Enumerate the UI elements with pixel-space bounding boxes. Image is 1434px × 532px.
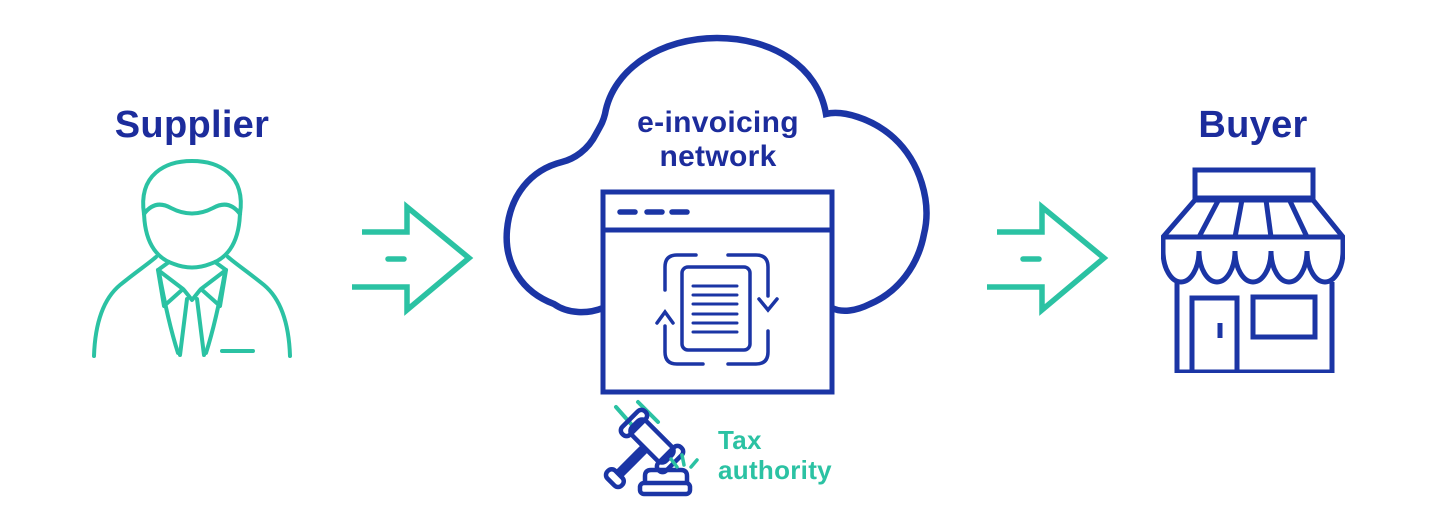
network-label: e-invoicing network (588, 106, 848, 174)
gavel-sound-block (642, 467, 690, 484)
tax-authority-label: Tax authority (718, 425, 832, 485)
sync-arrows (655, 253, 779, 366)
store-door (1189, 295, 1240, 372)
arrow-right-icon (352, 201, 474, 316)
document-icon (680, 265, 752, 352)
arrow-right-icon (987, 201, 1109, 316)
gavel-body (603, 407, 693, 497)
person-icon (92, 159, 292, 358)
store-icon (1161, 167, 1345, 373)
cloud-outline (503, 34, 930, 316)
network-label-line1: e-invoicing (637, 106, 799, 139)
network-label-line2: network (659, 140, 777, 173)
tax-authority-label-line2: authority (718, 455, 832, 485)
store-window (1250, 294, 1318, 340)
store-awning (1161, 197, 1345, 285)
gavel-impact-lines (669, 453, 699, 469)
cloud-icon (503, 34, 930, 395)
document-sync-icon (655, 253, 779, 366)
buyer-label: Buyer (1198, 104, 1308, 146)
supplier-label: Supplier (114, 104, 270, 146)
person-tie (178, 288, 206, 357)
tax-authority-label-line1: Tax (718, 425, 762, 455)
store-building (1174, 282, 1335, 373)
gavel-base-plate (637, 480, 693, 497)
person-head (141, 159, 243, 270)
person-shoulders (92, 255, 292, 358)
gavel-icon (603, 400, 699, 497)
store-sign (1192, 167, 1316, 201)
